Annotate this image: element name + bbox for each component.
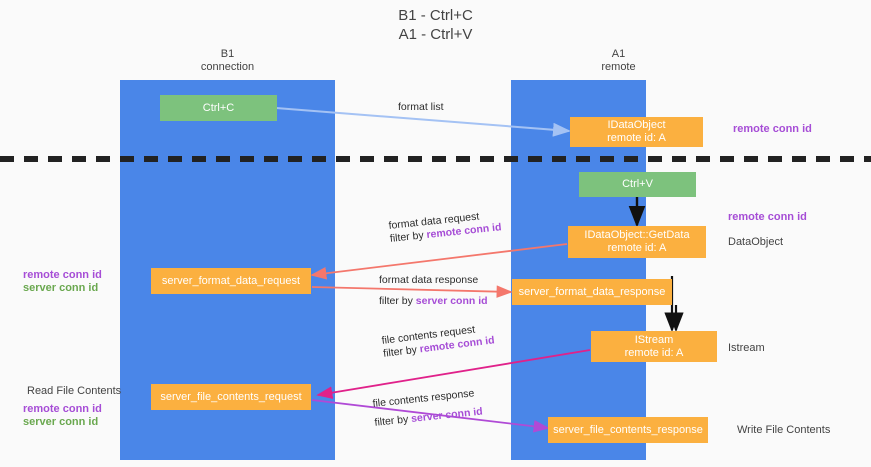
column-caption-b1: B1 connection [200,48,255,73]
annotation-istream: Istream [728,342,765,354]
edge-line-2: filter by server conn id [379,295,488,308]
annotation-write-file-contents: Write File Contents [737,424,831,436]
annotation-remote-conn-id-top: remote conn id [733,123,812,135]
edge-label-format-data-request: format data request filter by remote con… [388,208,502,246]
edge-label-format-data-response: format data response filter by server co… [379,274,488,308]
node-server-file-contents-request[interactable]: server_file_contents_request [151,384,311,410]
edge-label-file-contents-request: file contents request filter by remote c… [381,321,495,360]
edge-line-2: filter by server conn id [374,406,483,430]
edge-line-2-prefix: filter by [389,229,428,245]
annotation-left-remote-conn-id-2: remote conn id [23,403,102,415]
node-idataobject-getdata[interactable]: IDataObject::GetData remote id: A [568,226,706,258]
column-caption-a1: A1 remote [601,48,636,73]
node-istream[interactable]: IStream remote id: A [591,331,717,362]
node-ctrl-v[interactable]: Ctrl+V [579,172,696,197]
node-idataobject[interactable]: IDataObject remote id: A [570,117,703,147]
annotation-left-server-conn-id-1: server conn id [23,282,99,294]
edge-line-2-prefix: filter by [373,413,412,429]
edge-label-file-contents-response: file contents response filter by server … [372,387,483,430]
annotation-left-remote-conn-id-1: remote conn id [23,269,102,281]
page-title: B1 - Ctrl+C A1 - Ctrl+V [398,7,473,43]
node-server-format-data-request[interactable]: server_format_data_request [151,268,311,294]
node-ctrl-c[interactable]: Ctrl+C [160,95,277,121]
edge-line-2-key: server conn id [410,405,484,425]
annotation-dataobject: DataObject [728,236,784,248]
annotation-left-server-conn-id-2: server conn id [23,416,99,428]
edge-line-2-prefix: filter by [379,295,416,307]
edge-label-format-list: format list [398,101,444,114]
edge-line-2-key: server conn id [415,295,488,307]
annotation-read-file-contents: Read File Contents [27,385,122,397]
annotation-remote-conn-id-mid: remote conn id [728,211,807,223]
edge-line-1: format data response [379,274,479,286]
phase-divider [0,156,871,162]
edge-line-1: format list [398,101,444,113]
node-server-format-data-response[interactable]: server_format_data_response [512,279,672,305]
node-server-file-contents-response[interactable]: server_file_contents_response [548,417,708,443]
